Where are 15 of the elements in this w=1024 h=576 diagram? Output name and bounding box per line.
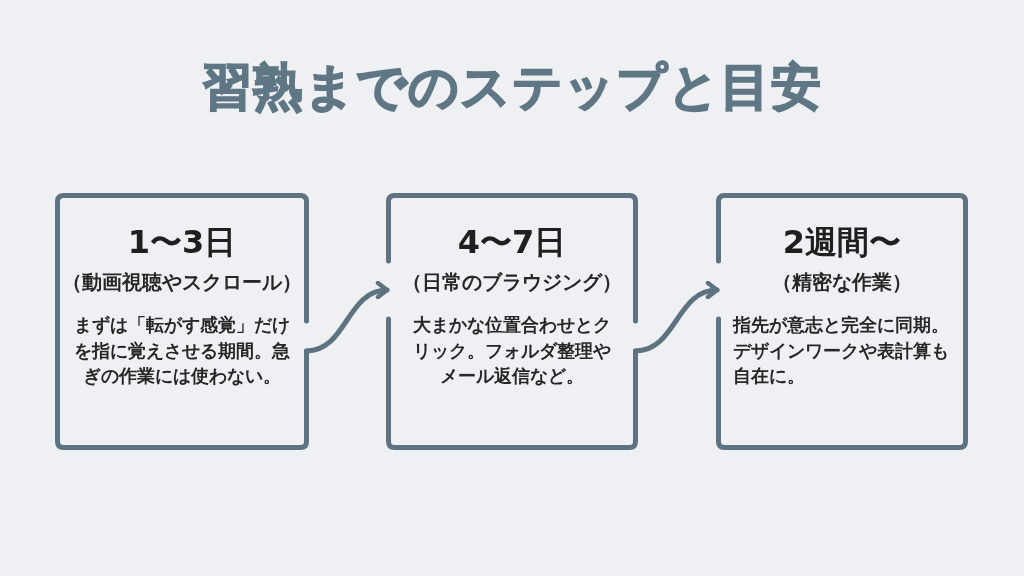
slide-title: 習熟までのステップと目安 bbox=[202, 58, 822, 116]
step-card bbox=[55, 193, 309, 450]
duration-heading: 4〜7日 bbox=[457, 222, 567, 263]
curved-arrow bbox=[304, 281, 390, 354]
step-card bbox=[716, 193, 968, 450]
step-description: 指先が意志と完全に同期。デザインワークや表計算も自在に。 bbox=[732, 314, 950, 388]
step-subtitle: （日常のブラウジング） bbox=[402, 269, 622, 296]
step-card bbox=[386, 193, 638, 450]
curved-arrow bbox=[633, 281, 720, 354]
duration-heading: 1〜3日 bbox=[127, 222, 237, 263]
step-description: まずは「転がす感覚」だけを指に覚えさせる期間。急ぎの作業には使わない。 bbox=[73, 314, 291, 388]
step-subtitle: （動画視聴やスクロール） bbox=[62, 269, 302, 296]
step-subtitle: （精密な作業） bbox=[772, 269, 912, 296]
duration-heading: 2週間〜 bbox=[782, 222, 902, 263]
step-description: 大まかな位置合わせとクリック。フォルダ整理やメール返信など。 bbox=[412, 314, 612, 388]
